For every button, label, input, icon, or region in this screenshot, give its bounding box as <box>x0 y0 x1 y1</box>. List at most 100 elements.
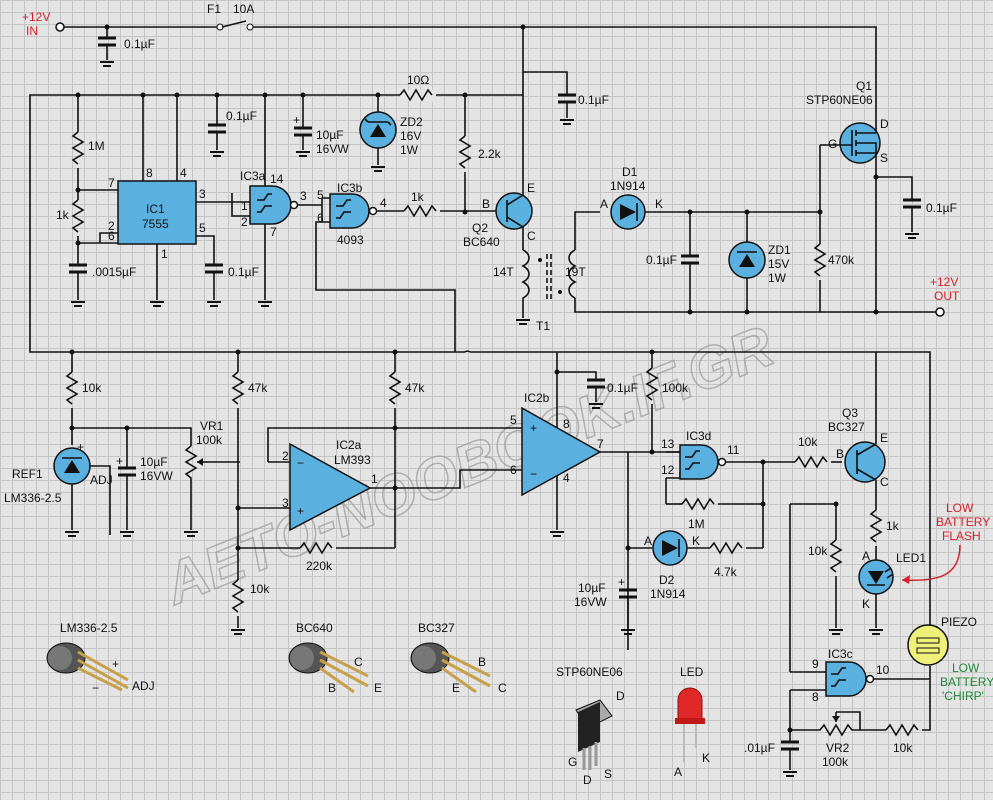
r-10k-bottom-value: 10k <box>250 582 270 596</box>
flash-line1: LOW <box>946 501 974 515</box>
svg-text:G: G <box>828 137 837 151</box>
d2-name: D2 <box>659 573 675 587</box>
r-1k-value: 1k <box>56 208 70 222</box>
svg-text:7: 7 <box>108 176 115 190</box>
q1-type: STP60NE06 <box>806 93 873 107</box>
ic3c-name: IC3c <box>828 647 853 661</box>
r-470k-value: 470k <box>828 253 855 267</box>
svg-text:14: 14 <box>270 172 284 186</box>
transistor-q3: B E C Q3 BC327 <box>828 352 889 510</box>
r-47k-b: 47k <box>389 349 425 548</box>
svg-text:A: A <box>862 549 870 563</box>
fuse-value: 10A <box>233 2 254 16</box>
d1-type: 1N914 <box>610 179 646 193</box>
r-100k-value: 100k <box>662 381 689 395</box>
c-osc: .01µF <box>744 690 799 777</box>
svg-text:5: 5 <box>199 221 206 235</box>
ic1-type: 7555 <box>142 217 169 231</box>
svg-text:B: B <box>482 197 490 211</box>
svg-text:G: G <box>568 755 577 769</box>
t1-secondary: 19T <box>565 265 586 279</box>
svg-text:A: A <box>644 534 652 548</box>
svg-text:2: 2 <box>241 215 248 229</box>
r-2k2: 2.2k <box>459 95 502 212</box>
svg-text:C: C <box>527 229 536 243</box>
c-input-value: 0.1µF <box>124 37 155 51</box>
r-220k-value: 220k <box>306 559 333 573</box>
pkg-stp-label: STP60NE06 <box>556 665 623 679</box>
svg-text:−: − <box>530 467 537 481</box>
c-q1-value: 0.1µF <box>926 201 957 215</box>
package-led: LED A K <box>674 665 710 779</box>
chirp-line3: 'CHIRP' <box>942 689 984 703</box>
r-47k-b-value: 47k <box>405 381 425 395</box>
svg-text:K: K <box>655 197 663 211</box>
svg-text:7: 7 <box>270 225 277 239</box>
package-bc327: BC327 B E C <box>410 621 507 695</box>
svg-text:3: 3 <box>300 189 307 203</box>
svg-text:ADJ: ADJ <box>90 473 113 487</box>
r-2k2-value: 2.2k <box>478 147 502 161</box>
svg-text:1: 1 <box>371 472 378 486</box>
c-ic2-value: 0.1µF <box>607 381 638 395</box>
c-d1-value: 0.1µF <box>646 253 677 267</box>
svg-text:B: B <box>836 447 844 461</box>
svg-text:E: E <box>374 681 382 695</box>
svg-text:6: 6 <box>317 211 324 225</box>
svg-text:A: A <box>600 197 608 211</box>
zd2-voltage: 16V <box>400 129 421 143</box>
svg-text:13: 13 <box>661 437 675 451</box>
r-10k-q3: 10k <box>789 501 844 672</box>
r-1k-led-value: 1k <box>886 519 900 533</box>
c-10uf-voltage: 16VW <box>316 142 349 156</box>
r-1k-gate-value: 1k <box>411 190 425 204</box>
svg-text:ADJ: ADJ <box>132 679 155 693</box>
c-d2-voltage: 16VW <box>574 595 607 609</box>
vr2-potentiometer: VR2 100k <box>790 711 886 769</box>
pkg-lm336-label: LM336-2.5 <box>60 621 118 635</box>
q2-type: BC640 <box>463 235 500 249</box>
t1-primary: 14T <box>493 265 514 279</box>
package-stp60ne06: STP60NE06 D G D S <box>556 665 625 787</box>
r-1m-fb-value: 1M <box>688 517 705 531</box>
chirp-line1: LOW <box>952 661 980 675</box>
svg-text:E: E <box>880 431 888 445</box>
led1-name: LED1 <box>896 551 926 565</box>
package-lm336: LM336-2.5 + − ADJ <box>46 621 155 695</box>
svg-text:5: 5 <box>317 188 324 202</box>
zd2-name: ZD2 <box>400 115 423 129</box>
r-4k7-value: 4.7k <box>714 565 738 579</box>
q1-name: Q1 <box>856 79 872 93</box>
r-220k: 220k <box>299 542 395 573</box>
vr2-name: VR2 <box>826 741 850 755</box>
c-ic1-pin5-value: 0.1µF <box>228 265 259 279</box>
d2-type: 1N914 <box>650 587 686 601</box>
d1-name: D1 <box>622 165 638 179</box>
svg-text:D: D <box>583 773 592 787</box>
svg-text:3: 3 <box>199 187 206 201</box>
r-10k-base: 10k <box>794 435 842 468</box>
svg-text:4: 4 <box>380 196 387 210</box>
svg-text:C: C <box>498 681 507 695</box>
transistor-q2: B E C Q2 BC640 <box>463 95 536 250</box>
c-timing: .0015µF <box>69 263 136 307</box>
ic2b-name: IC2b <box>524 391 550 405</box>
ic2b-comparator: +− IC2b 5 6 8 4 7 <box>508 352 628 537</box>
q3-name: Q3 <box>842 406 858 420</box>
c-osc-value: .01µF <box>744 741 775 755</box>
svg-text:2: 2 <box>282 449 289 463</box>
svg-text:S: S <box>604 767 612 781</box>
power-output: +12V OUT <box>873 275 960 317</box>
low-battery-flash-note: LOW BATTERY FLASH <box>901 501 990 584</box>
ref1-name: REF1 <box>12 467 43 481</box>
r-470k: 470k <box>790 145 876 313</box>
r-10k-osc: 10k <box>885 724 919 755</box>
r-1m-feedback: 1M <box>666 498 766 531</box>
svg-text:D: D <box>880 117 889 131</box>
chirp-line2: BATTERY <box>940 675 993 689</box>
c-ref-value: 10µF <box>140 455 168 469</box>
transformer-t1: 14T 19T T1 <box>493 211 790 333</box>
svg-text:C: C <box>880 475 889 489</box>
diode-d1: D1 1N914 A K <box>600 165 820 230</box>
vr1-name: VR1 <box>200 419 224 433</box>
